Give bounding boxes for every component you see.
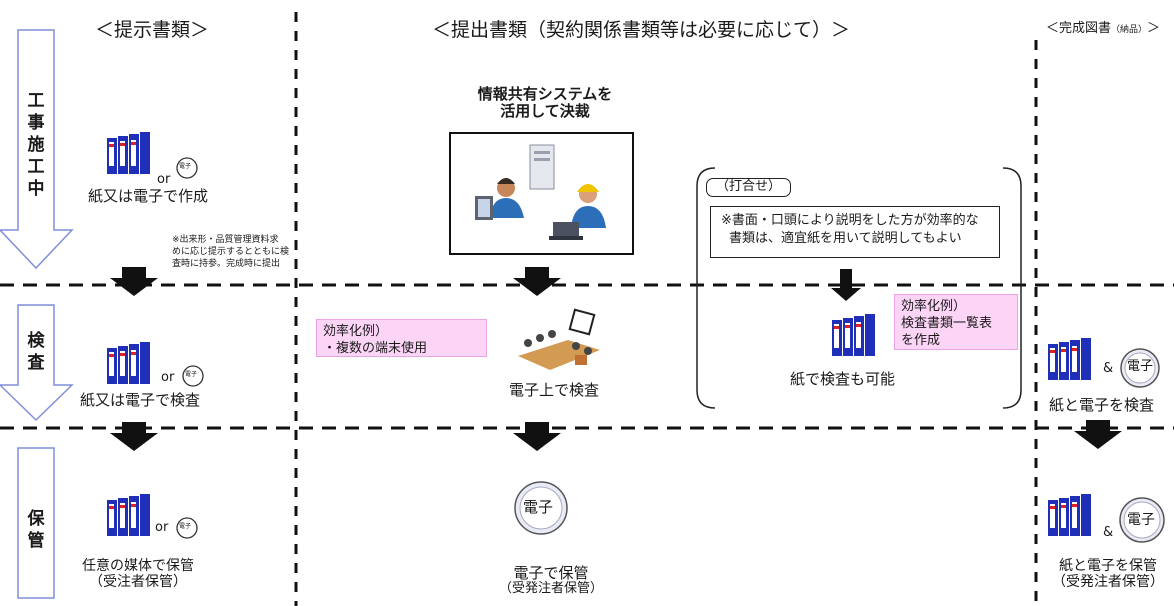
disc-label: 電子 <box>1127 359 1154 374</box>
elec-storage-label: 電子で保管 （受発注者保管） <box>498 564 604 597</box>
disc-label: 電子 <box>179 523 192 530</box>
any-media-storage-label: 任意の媒体で保管 （受注者保管） <box>82 558 194 591</box>
down-arrow-icon <box>1074 420 1122 449</box>
meeting-note-box: ※書面・口頭により説明をした方が効率的な 書類は、適宜紙を用いて説明してもよい <box>710 206 1000 258</box>
header-presented-docs: ＜提示書類＞ <box>95 19 210 41</box>
disc-label: 電子 <box>179 163 192 170</box>
on-electronic-inspect-label: 電子上で検査 <box>509 381 600 399</box>
disc-label: 電子 <box>1127 512 1155 528</box>
down-arrow-icon <box>831 269 861 301</box>
disc-icon <box>176 517 198 539</box>
disc-label: 電子 <box>523 498 554 516</box>
meeting-title: （打合せ） <box>706 178 792 197</box>
header-submitted-docs: ＜提出書類（契約関係書類等は必要に応じて）＞ <box>432 19 851 41</box>
stage-inspection: 検査 <box>27 331 45 373</box>
stage-construction: 工事施工中 <box>27 91 45 199</box>
create-label: 紙又は電子で作成 <box>88 187 209 205</box>
meeting-note-line: ※書面・口頭により説明をした方が効率的な <box>721 213 979 228</box>
disc-icon <box>1120 348 1160 388</box>
disc-icon <box>514 481 568 535</box>
meeting-note-line: 書類は、適宜紙を用いて説明してもよい <box>729 231 962 246</box>
amp-label: & <box>1103 361 1114 376</box>
disc-icon <box>176 157 198 179</box>
paper-or-elec-inspect-label: 紙又は電子で検査 <box>80 391 201 409</box>
paper-and-elec-inspect-label: 紙と電子を検査 <box>1049 396 1155 414</box>
efficiency-example-box: 効率化例） ・複数の端末使用 <box>316 319 487 357</box>
paper-and-elec-storage-label: 紙と電子を保管 （受発注者保管） <box>1052 558 1164 591</box>
or-label: or <box>155 520 169 535</box>
disc-label: 電子 <box>185 371 198 378</box>
or-label: or <box>161 370 175 385</box>
amp-label: & <box>1103 525 1114 540</box>
info-system-label: 情報共有システムを 活用して決裁 <box>477 85 613 121</box>
down-arrow-icon <box>110 267 158 296</box>
stage-storage: 保管 <box>27 509 45 551</box>
or-label: or <box>157 172 171 187</box>
down-arrow-icon <box>513 267 561 296</box>
down-arrow-icon <box>110 422 158 451</box>
disc-icon <box>182 365 204 387</box>
paper-inspect-possible-label: 紙で検査も可能 <box>790 370 896 388</box>
header-completion-docs: ＜完成図書（納品）＞ <box>1046 21 1161 36</box>
efficiency-example-box: 効率化例） 検査書類一覧表 を作成 <box>894 294 1018 350</box>
down-arrow-icon <box>513 422 561 451</box>
submission-note: ※出来形・品質管理資料求 めに応じ提示するとともに検 査時に持参。完成時に提出 <box>172 235 290 269</box>
disc-icon <box>1119 497 1165 543</box>
